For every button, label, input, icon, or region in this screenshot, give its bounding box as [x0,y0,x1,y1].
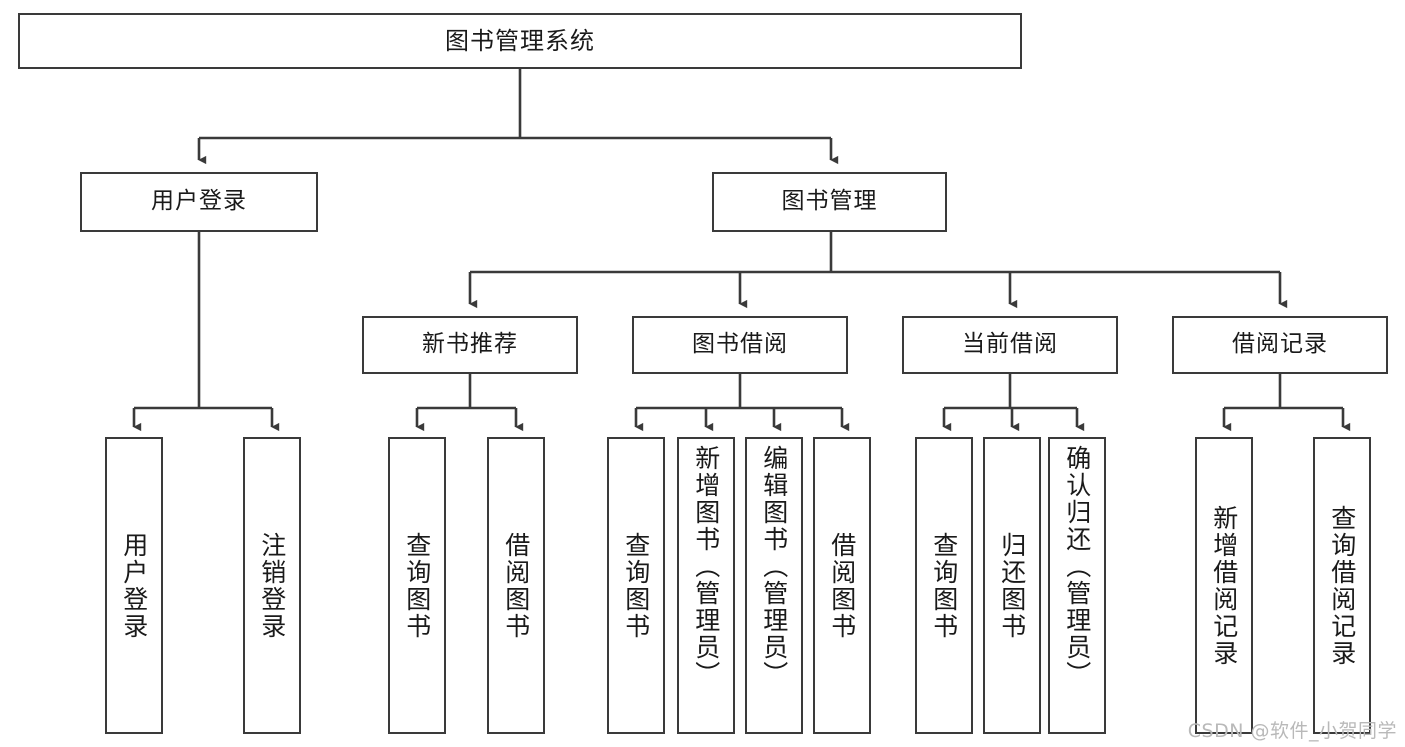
node-label: 查询图书 [929,531,959,640]
node-label: 新书推荐 [422,331,518,358]
node-label: 注销登录 [257,531,287,640]
leaf-edit-book-admin[interactable]: 编辑图书（管理员） [745,437,803,734]
leaf-query-borrow-record[interactable]: 查询借阅记录 [1313,437,1371,734]
edges-new-book-recommend-to-leaves [415,374,524,432]
node-borrow-record[interactable]: 借阅记录 [1172,316,1388,374]
node-label: 确认归还（管理员） [1062,445,1092,688]
node-label: 图书管理 [781,188,878,215]
leaf-logout[interactable]: 注销登录 [243,437,301,734]
node-book-borrow[interactable]: 图书借阅 [632,316,848,374]
node-current-borrow[interactable]: 当前借阅 [902,316,1118,374]
leaf-add-book-admin[interactable]: 新增图书（管理员） [677,437,735,734]
edges-book-manage-to-level3 [468,232,1288,309]
leaf-add-borrow-record[interactable]: 新增借阅记录 [1195,437,1253,734]
node-label: 图书管理系统 [445,26,595,55]
leaf-user-login[interactable]: 用户登录 [105,437,163,734]
node-label: 当前借阅 [962,331,1058,358]
leaf-query-book-cb[interactable]: 查询图书 [915,437,973,734]
node-label: 用户登录 [119,531,149,640]
node-label: 借阅图书 [827,531,857,640]
node-label: 查询借阅记录 [1327,504,1357,667]
node-label: 借阅记录 [1232,331,1328,358]
node-label: 归还图书 [997,531,1027,640]
edges-book-borrow-to-leaves [634,374,850,432]
leaf-query-book-nbr[interactable]: 查询图书 [388,437,446,734]
node-label: 编辑图书（管理员） [759,445,789,688]
leaf-query-book-bb[interactable]: 查询图书 [607,437,665,734]
node-label: 查询图书 [402,531,432,640]
node-label: 新增图书（管理员） [691,445,721,688]
leaf-borrow-book-nbr[interactable]: 借阅图书 [487,437,545,734]
edges-user-login-to-leaves [132,232,280,432]
node-book-management-system[interactable]: 图书管理系统 [18,13,1022,69]
node-book-management[interactable]: 图书管理 [712,172,947,232]
edges-borrow-record-to-leaves [1222,374,1351,432]
node-label: 新增借阅记录 [1209,504,1239,667]
node-label: 图书借阅 [692,331,788,358]
node-label: 查询图书 [621,531,651,640]
node-user-login[interactable]: 用户登录 [80,172,318,232]
leaf-confirm-return-admin[interactable]: 确认归还（管理员） [1048,437,1106,734]
edges-current-borrow-to-leaves [942,374,1085,432]
node-label: 用户登录 [151,188,247,215]
leaf-return-book[interactable]: 归还图书 [983,437,1041,734]
node-new-book-recommend[interactable]: 新书推荐 [362,316,578,374]
leaf-borrow-book-bb[interactable]: 借阅图书 [813,437,871,734]
edges-root-to-level2 [197,69,839,165]
node-label: 借阅图书 [501,531,531,640]
